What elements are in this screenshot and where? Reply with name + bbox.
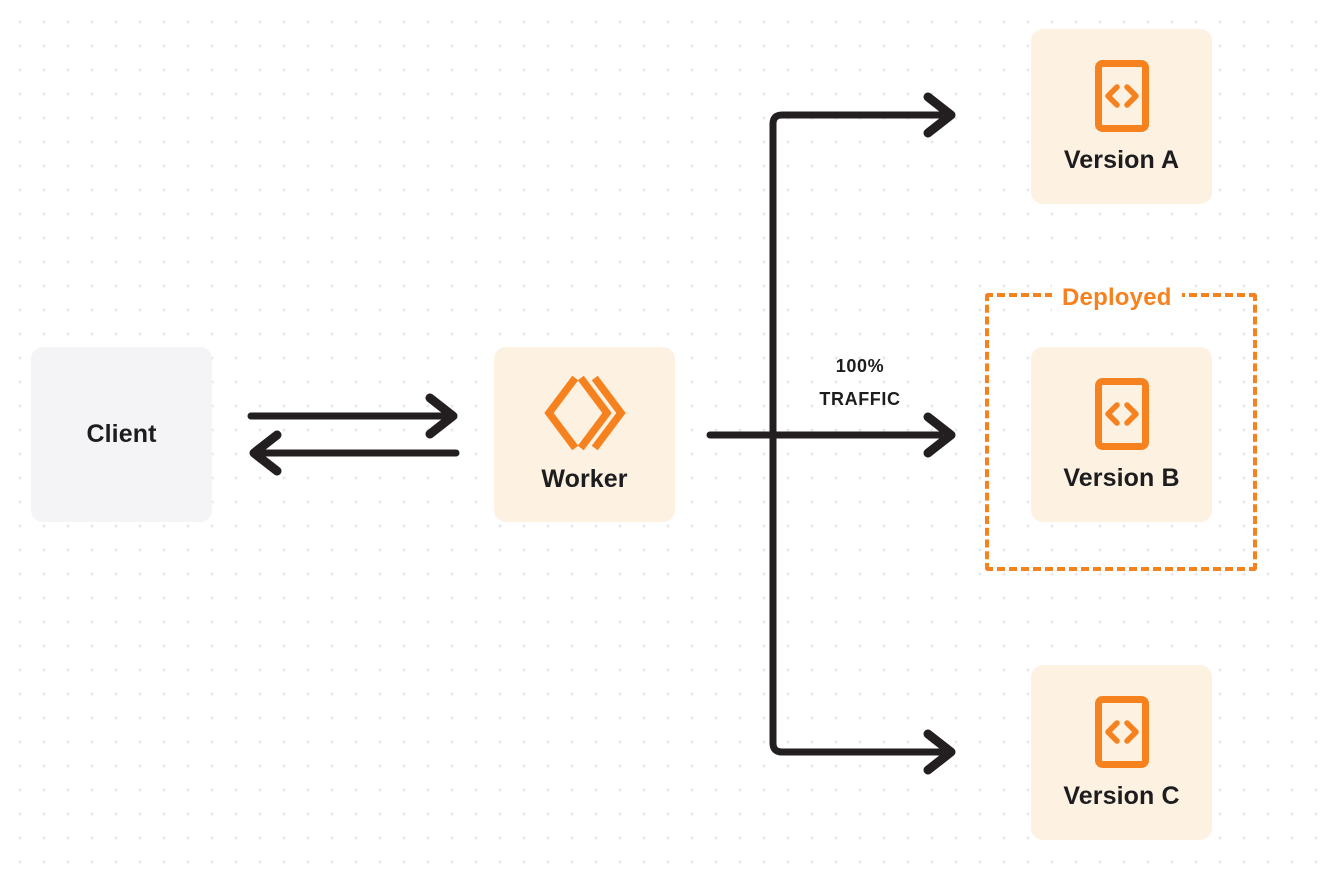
node-client-label: Client — [86, 420, 157, 448]
code-file-icon — [1094, 695, 1150, 769]
group-deployed-label: Deployed — [1052, 284, 1182, 312]
node-version-a[interactable]: Version A — [1031, 29, 1212, 204]
node-version-a-label: Version A — [1063, 145, 1180, 174]
node-worker[interactable]: Worker — [494, 347, 675, 522]
node-version-b[interactable]: Version B — [1031, 347, 1212, 522]
code-file-icon — [1094, 59, 1150, 133]
node-worker-label: Worker — [541, 465, 628, 493]
code-file-icon — [1094, 377, 1150, 451]
traffic-annotation: 100% TRAFFIC — [790, 350, 930, 417]
edge-client-to-worker — [247, 393, 458, 439]
traffic-unit: TRAFFIC — [819, 389, 901, 410]
node-version-c-label: Version C — [1063, 781, 1180, 810]
node-version-b-label: Version B — [1063, 463, 1180, 492]
edge-version-bus — [769, 92, 956, 775]
cloudflare-workers-logo-icon — [543, 375, 627, 451]
edge-worker-to-client — [249, 430, 460, 476]
traffic-percent: 100% — [835, 356, 885, 376]
node-client[interactable]: Client — [31, 347, 212, 522]
node-version-c[interactable]: Version C — [1031, 665, 1212, 840]
edge-worker-trunk — [706, 412, 956, 458]
